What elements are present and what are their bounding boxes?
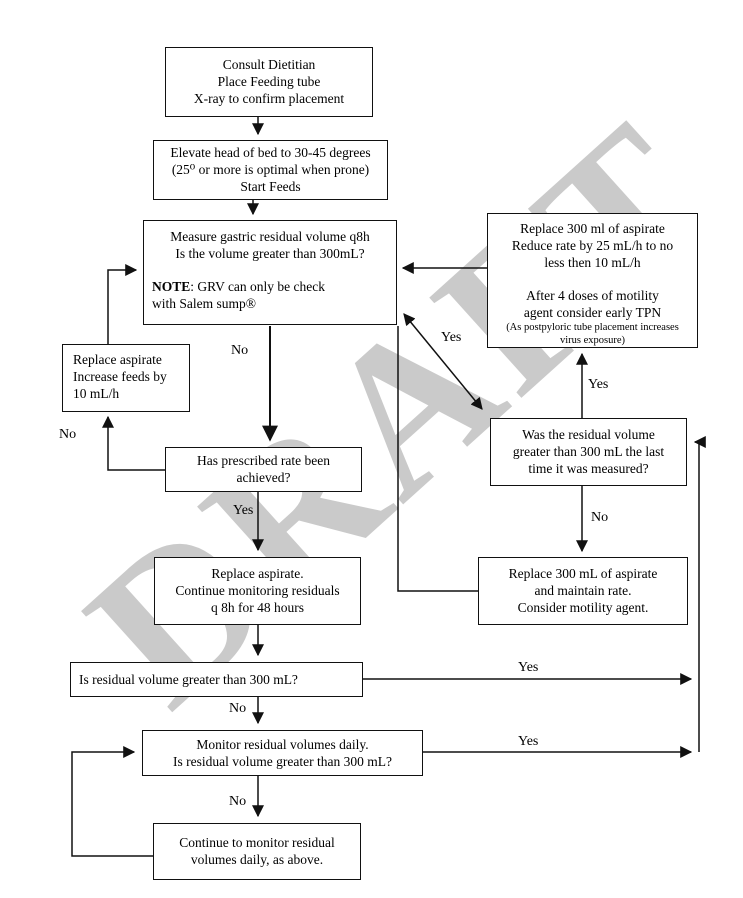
edge-label-monitor-no: No bbox=[229, 794, 247, 809]
node-elevate-head: Elevate head of bed to 30-45 degrees (25… bbox=[153, 140, 388, 200]
node-replace-continue-monitoring: Replace aspirate. Continue monitoring re… bbox=[154, 557, 361, 625]
edge-label-measure-no: No bbox=[231, 343, 249, 358]
note-line: NOTE: GRV can only be check bbox=[152, 279, 326, 294]
edge-label-was-residual-yes: Yes bbox=[588, 377, 609, 392]
node-reduce-rate-tpn: Replace 300 ml of aspirate Reduce rate b… bbox=[487, 213, 698, 348]
arrow-yes-collector-to-was-residual bbox=[693, 436, 706, 752]
edge-label-measure-yes: Yes bbox=[441, 330, 462, 345]
edge-label-was-residual-no: No bbox=[591, 510, 609, 525]
node-was-residual-last: Was the residual volume greater than 300… bbox=[490, 418, 687, 486]
node-measure-grv: Measure gastric residual volume q8h Is t… bbox=[143, 220, 397, 325]
edge-label-monitor-yes: Yes bbox=[518, 734, 539, 749]
edge-label-is-residual-yes: Yes bbox=[518, 660, 539, 675]
node-continue-monitor-daily: Continue to monitor residual volumes dai… bbox=[153, 823, 361, 880]
arrow-measure-yes-was-residual-diagonal bbox=[403, 313, 483, 410]
node-consult-dietitian: Consult Dietitian Place Feeding tube X-r… bbox=[165, 47, 373, 117]
node-replace-aspirate-increase: Replace aspirate Increase feeds by 10 mL… bbox=[62, 344, 190, 412]
node-is-residual-300: Is residual volume greater than 300 mL? bbox=[70, 662, 363, 697]
arrow-replace-increase-to-measure bbox=[107, 264, 138, 344]
arrow-continue-loop-to-monitor bbox=[71, 746, 153, 857]
node-replace-maintain-rate: Replace 300 mL of aspirate and maintain … bbox=[478, 557, 688, 625]
node-prescribed-rate: Has prescribed rate been achieved? bbox=[165, 447, 362, 492]
arrow-prescribed-no-to-replace-increase bbox=[102, 415, 165, 471]
edge-label-prescribed-yes: Yes bbox=[233, 503, 254, 518]
arrow-replace-maintain-to-measure bbox=[397, 326, 478, 592]
edge-label-is-residual-no: No bbox=[229, 701, 247, 716]
edge-label-prescribed-no: No bbox=[59, 427, 77, 442]
node-monitor-daily: Monitor residual volumes daily. Is resid… bbox=[142, 730, 423, 776]
